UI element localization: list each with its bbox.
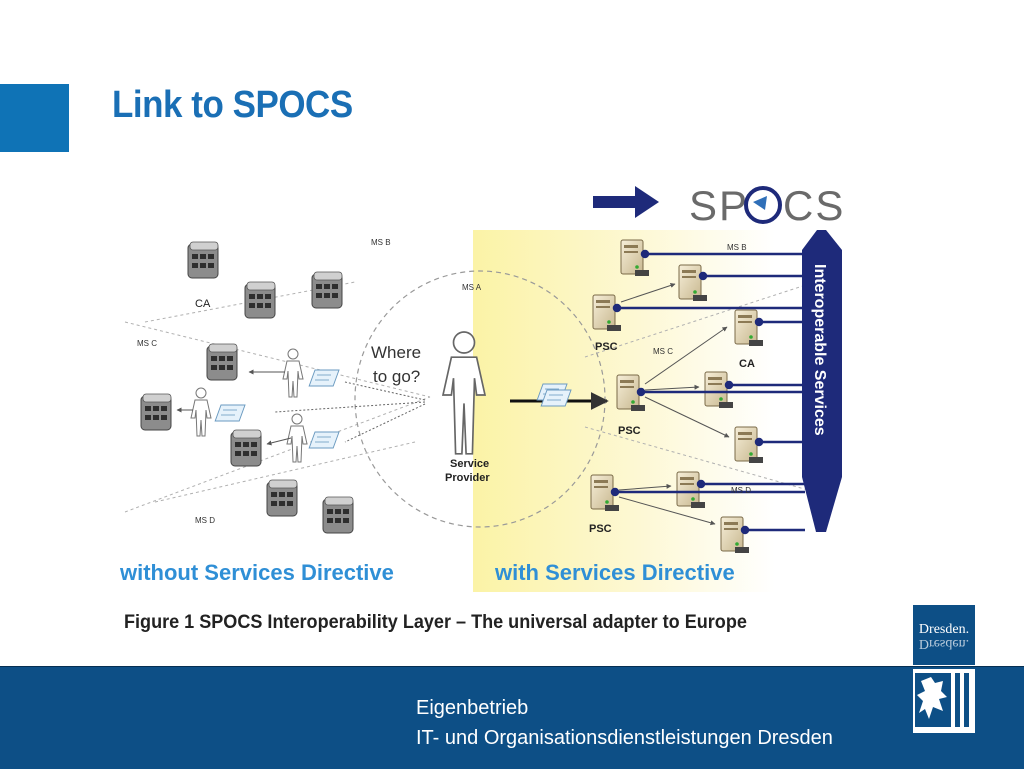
label-psc-1: PSC (595, 341, 618, 353)
service-provider-figure (441, 331, 487, 455)
dresden-logo-top: Dresden. Dresden. (913, 605, 975, 665)
heading-with-directive: with Services Directive (494, 560, 735, 585)
server-ms-c-3 (230, 429, 262, 467)
interoperable-services-banner (802, 230, 842, 532)
person-small-1 (282, 348, 304, 398)
footer-line-2: IT- und Organisationsdienstleistungen Dr… (416, 727, 833, 749)
dresden-logo-word: Dresden. (918, 622, 970, 637)
server-ms-d-1 (266, 479, 298, 517)
footer-line-1: Eigenbetrieb (416, 697, 529, 719)
label-psc-3: PSC (589, 523, 612, 535)
label-ms-a-left: MS A (462, 283, 482, 292)
server-ms-b-2 (311, 271, 343, 309)
title-accent-block (0, 84, 69, 152)
label-ca-right: CA (739, 358, 755, 370)
paper-3 (308, 431, 340, 449)
server-ca-top (187, 241, 219, 279)
figure-caption: Figure 1 SPOCS Interoperability Layer – … (124, 612, 747, 633)
server-ms-d-2 (322, 496, 354, 534)
person-small-2 (190, 387, 212, 437)
heading-without-directive: without Services Directive (119, 560, 394, 585)
label-ms-d-right: MS D (731, 486, 751, 495)
provider-line-1: Service (450, 458, 489, 470)
label-ms-c-left: MS C (137, 339, 157, 348)
footer-bar: Eigenbetrieb IT- und Organisationsdienst… (0, 666, 1024, 769)
label-ms-c-right: MS C (653, 347, 673, 356)
slide-title: Link to SPOCS (112, 84, 353, 126)
question-line-1: Where (371, 343, 421, 362)
svg-text:CS: CS (783, 182, 845, 229)
dresden-logo-reflection: Dresden. (918, 636, 970, 651)
paper-2 (214, 404, 246, 422)
label-ms-b-left: MS B (371, 238, 391, 247)
dresden-logo: Dresden. Dresden. (913, 605, 975, 733)
server-ms-b-1 (244, 281, 276, 319)
spocs-diagram: MS B MS A MS C MS D CA Where to go? Serv… (119, 182, 845, 592)
spocs-arrow-icon (593, 186, 659, 218)
paper-1 (308, 369, 340, 387)
banner-label: Interoperable Services (811, 264, 828, 436)
paper-center-2 (540, 389, 572, 407)
label-ca-left: CA (195, 298, 211, 310)
dresden-crest-icon (913, 669, 975, 733)
server-ms-c-2 (140, 393, 172, 431)
server-ms-c-1 (206, 343, 238, 381)
provider-line-2: Provider (445, 472, 490, 484)
label-ms-d-left: MS D (195, 516, 215, 525)
label-psc-2: PSC (618, 425, 641, 437)
svg-text:SP: SP (689, 182, 749, 229)
spocs-logo: SP CS (689, 182, 845, 229)
question-line-2: to go? (373, 367, 420, 386)
label-ms-b-right: MS B (727, 243, 747, 252)
